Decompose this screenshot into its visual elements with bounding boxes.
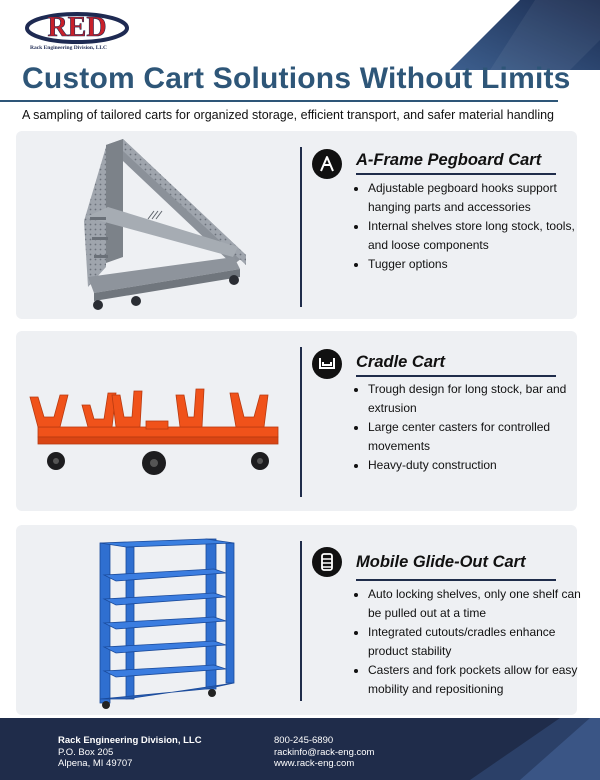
cart-title: Mobile Glide-Out Cart [356,553,526,571]
footer-company: Rack Engineering Division, LLC [58,735,202,746]
feature-item: Tugger options [368,255,583,274]
shelves-icon [312,547,342,577]
feature-item: Heavy-duty construction [368,456,583,475]
footer-city: Alpena, MI 49707 [58,758,133,769]
cradle-cart-image [29,388,279,475]
feature-item: Trough design for long stock, bar and ex… [368,380,583,417]
page-title: Custom Cart Solutions Without Limits [22,62,571,95]
feature-item: Casters and fork pockets allow for easy … [368,661,583,698]
cart-card-glide-out: Mobile Glide-Out Cart Auto locking shelv… [16,525,581,715]
footer-phone[interactable]: 800-245-6890 [274,735,334,746]
card-divider [300,147,302,307]
feature-item: Internal shelves store long stock, tools… [368,217,583,254]
cart-title-underline [356,375,556,377]
feature-list: Auto locking shelves, only one shelf can… [354,585,583,699]
glide-out-cart-image [99,538,235,709]
corner-decoration [450,0,600,70]
logo-subtitle: Rack Engineering Division, LLC [30,45,108,51]
feature-item: Large center casters for controlled move… [368,418,583,455]
cradle-icon [312,349,342,379]
title-underline [0,100,558,102]
a-frame-icon [312,149,342,179]
card-divider [300,541,302,701]
feature-item: Adjustable pegboard hooks support hangin… [368,179,583,216]
footer: Rack Engineering Division, LLC P.O. Box … [0,718,600,780]
footer-address: Rack Engineering Division, LLC P.O. Box … [58,735,202,770]
page-subtitle: A sampling of tailored carts for organiz… [22,108,555,122]
footer-email[interactable]: rackinfo@rack-eng.com [274,746,375,758]
cart-title: A-Frame Pegboard Cart [356,151,542,169]
svg-text:RED: RED [47,12,106,43]
card-divider [300,347,302,497]
cart-card-a-frame: A-Frame Pegboard Cart Adjustable pegboar… [16,131,577,319]
feature-item: Auto locking shelves, only one shelf can… [368,585,583,622]
footer-contact: 800-245-6890 rackinfo@rack-eng.com www.r… [274,735,374,770]
feature-item: Integrated cutouts/cradles enhance produ… [368,623,583,660]
footer-website[interactable]: www.rack-eng.com [274,758,355,769]
a-frame-cart-image [84,139,246,310]
cart-title-underline [356,579,556,581]
cart-title: Cradle Cart [356,353,445,371]
cart-title-underline [356,173,556,175]
company-logo: RED Rack Engineering Division, LLC [22,8,132,56]
feature-list: Adjustable pegboard hooks support hangin… [354,179,583,275]
feature-list: Trough design for long stock, bar and ex… [354,380,583,476]
cart-card-cradle: Cradle Cart Trough design for long stock… [16,331,577,511]
footer-po-box: P.O. Box 205 [58,746,114,758]
